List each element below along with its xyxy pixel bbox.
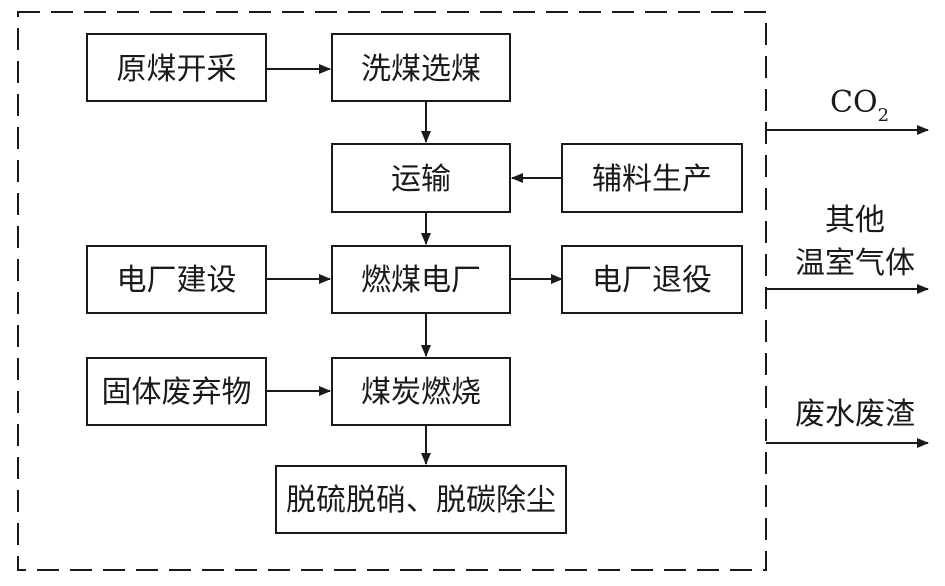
box-mining: 原煤开采 [86,33,267,102]
output-ghg-line2: 温室气体 [795,246,915,281]
box-treatment-label: 脱硫脱硝、脱碳除尘 [286,483,556,518]
box-auxiliary-label: 辅料生产 [592,162,712,197]
box-combustion: 煤炭燃烧 [331,357,511,426]
output-co2-main: CO [830,85,878,120]
output-ghg-line1: 其他 [825,203,885,238]
box-coal-plant-label: 燃煤电厂 [361,263,481,298]
output-co2-label: CO2 [830,85,889,126]
box-washing-label: 洗煤选煤 [361,52,481,87]
output-co2-subscript: 2 [878,105,889,126]
box-solid-waste: 固体废弃物 [86,357,267,426]
box-mining-label: 原煤开采 [117,52,237,87]
box-treatment: 脱硫脱硝、脱碳除尘 [275,465,567,534]
box-plant-retire-label: 电厂退役 [592,263,712,298]
box-auxiliary: 辅料生产 [561,143,743,213]
box-coal-plant: 燃煤电厂 [331,245,511,314]
system-boundary [17,11,767,571]
box-plant-build-label: 电厂建设 [117,263,237,298]
box-washing: 洗煤选煤 [331,33,511,102]
box-combustion-label: 煤炭燃烧 [361,375,481,410]
box-plant-retire: 电厂退役 [561,245,743,314]
box-plant-build: 电厂建设 [86,245,267,314]
box-transport: 运输 [331,143,511,213]
output-waste-label: 废水废渣 [795,397,915,432]
box-transport-label: 运输 [391,162,451,197]
box-solid-waste-label: 固体废弃物 [102,375,252,410]
